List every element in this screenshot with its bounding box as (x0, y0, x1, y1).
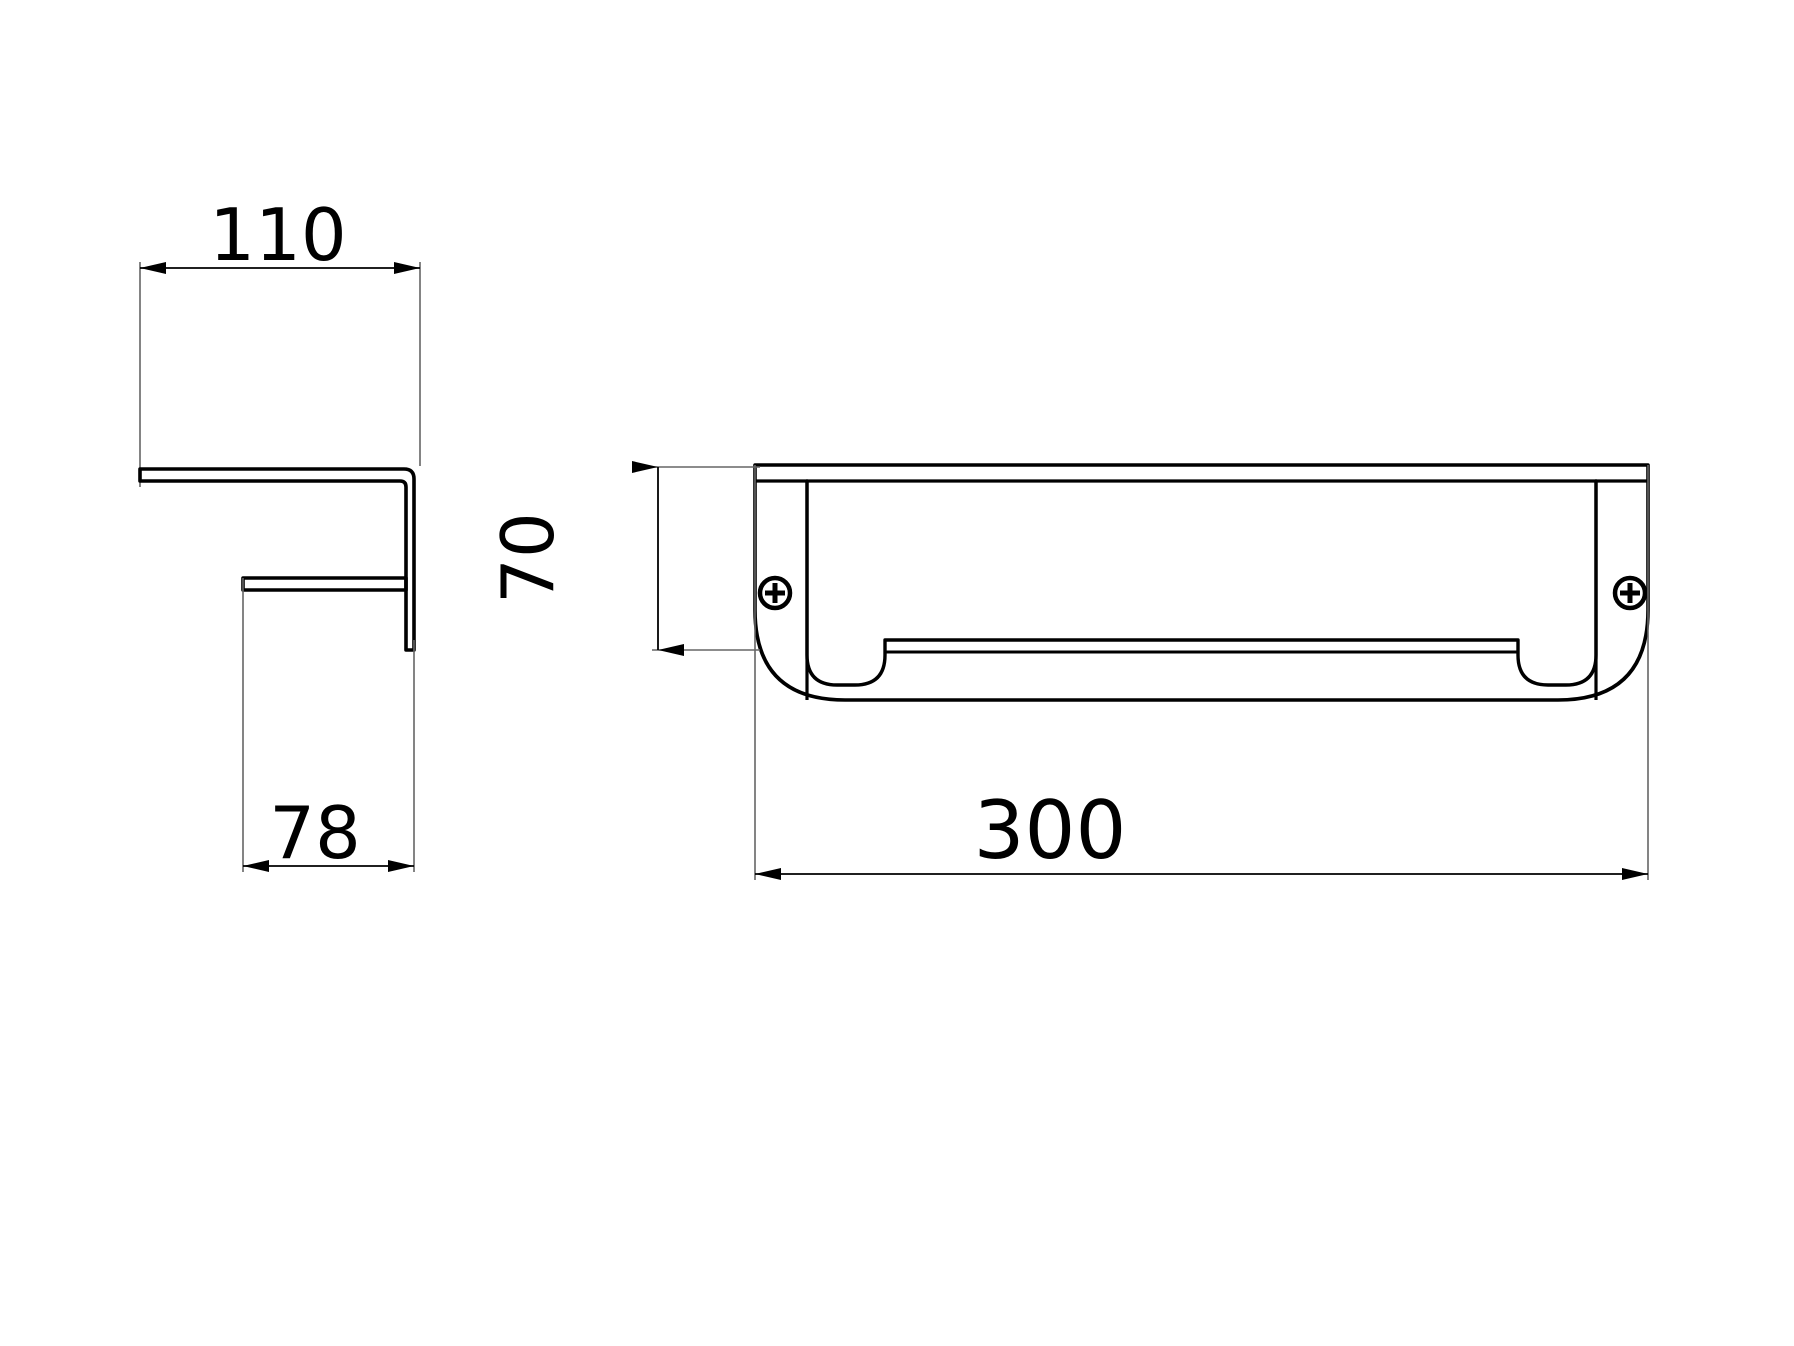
screw-left-icon (757, 575, 793, 611)
front-view-helper (755, 465, 1648, 662)
front-view-outer-outline (753, 463, 1650, 702)
screw-right-icon (1612, 575, 1648, 611)
side-view-upper-plate-outline (138, 467, 416, 652)
side-view-lower-shelf-outline (241, 576, 408, 592)
dimension-label-78: 78 (269, 791, 361, 875)
front-view-group (632, 461, 1650, 880)
dimension-label-300: 300 (974, 784, 1127, 877)
screw-right-head-circle (1612, 575, 1648, 611)
dimension-label-70: 70 (486, 512, 570, 604)
front-view-recess-outline (805, 479, 1598, 687)
dimension-label-110: 110 (209, 193, 346, 277)
side-view-group (138, 262, 421, 872)
screw-left-head-circle (757, 575, 793, 611)
